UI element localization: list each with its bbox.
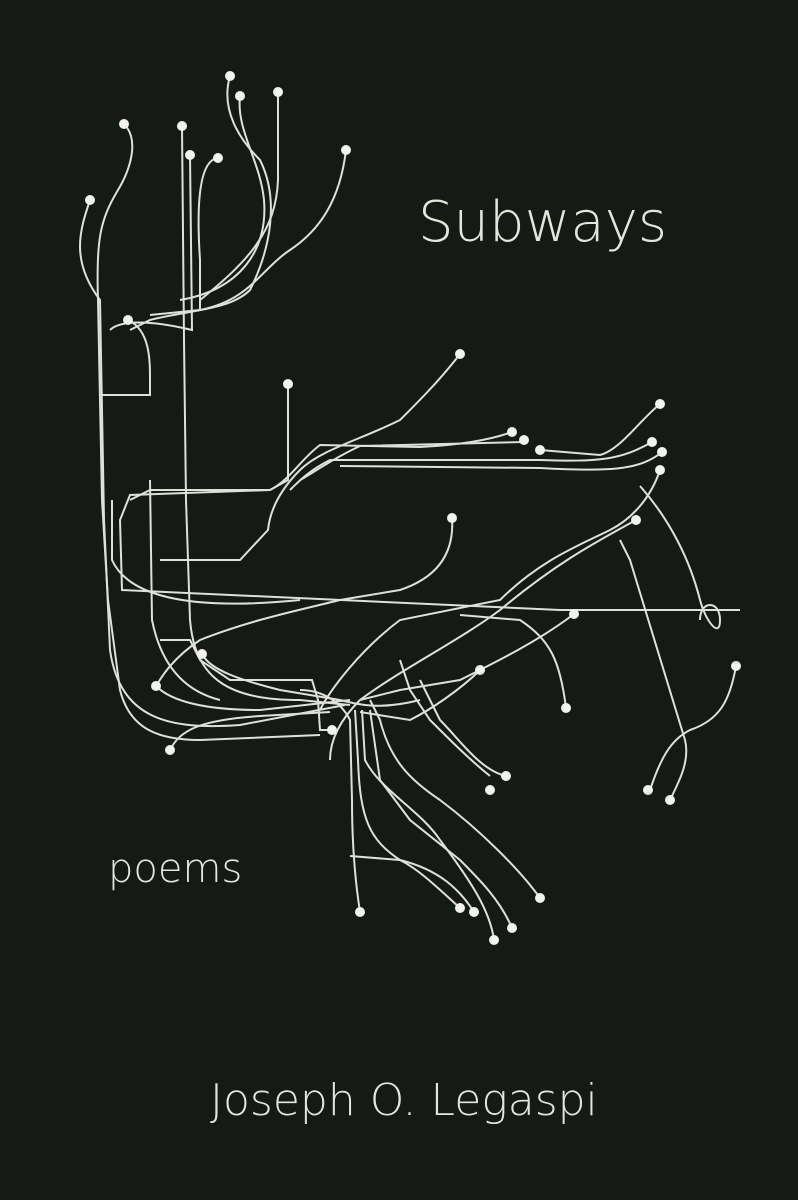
book-title: Subways (418, 190, 668, 255)
book-subtitle: poems (108, 846, 243, 892)
subway-lines (79, 75, 740, 941)
book-author: Joseph O. Legaspi (210, 1075, 598, 1126)
station-terminal-dots (85, 71, 741, 945)
